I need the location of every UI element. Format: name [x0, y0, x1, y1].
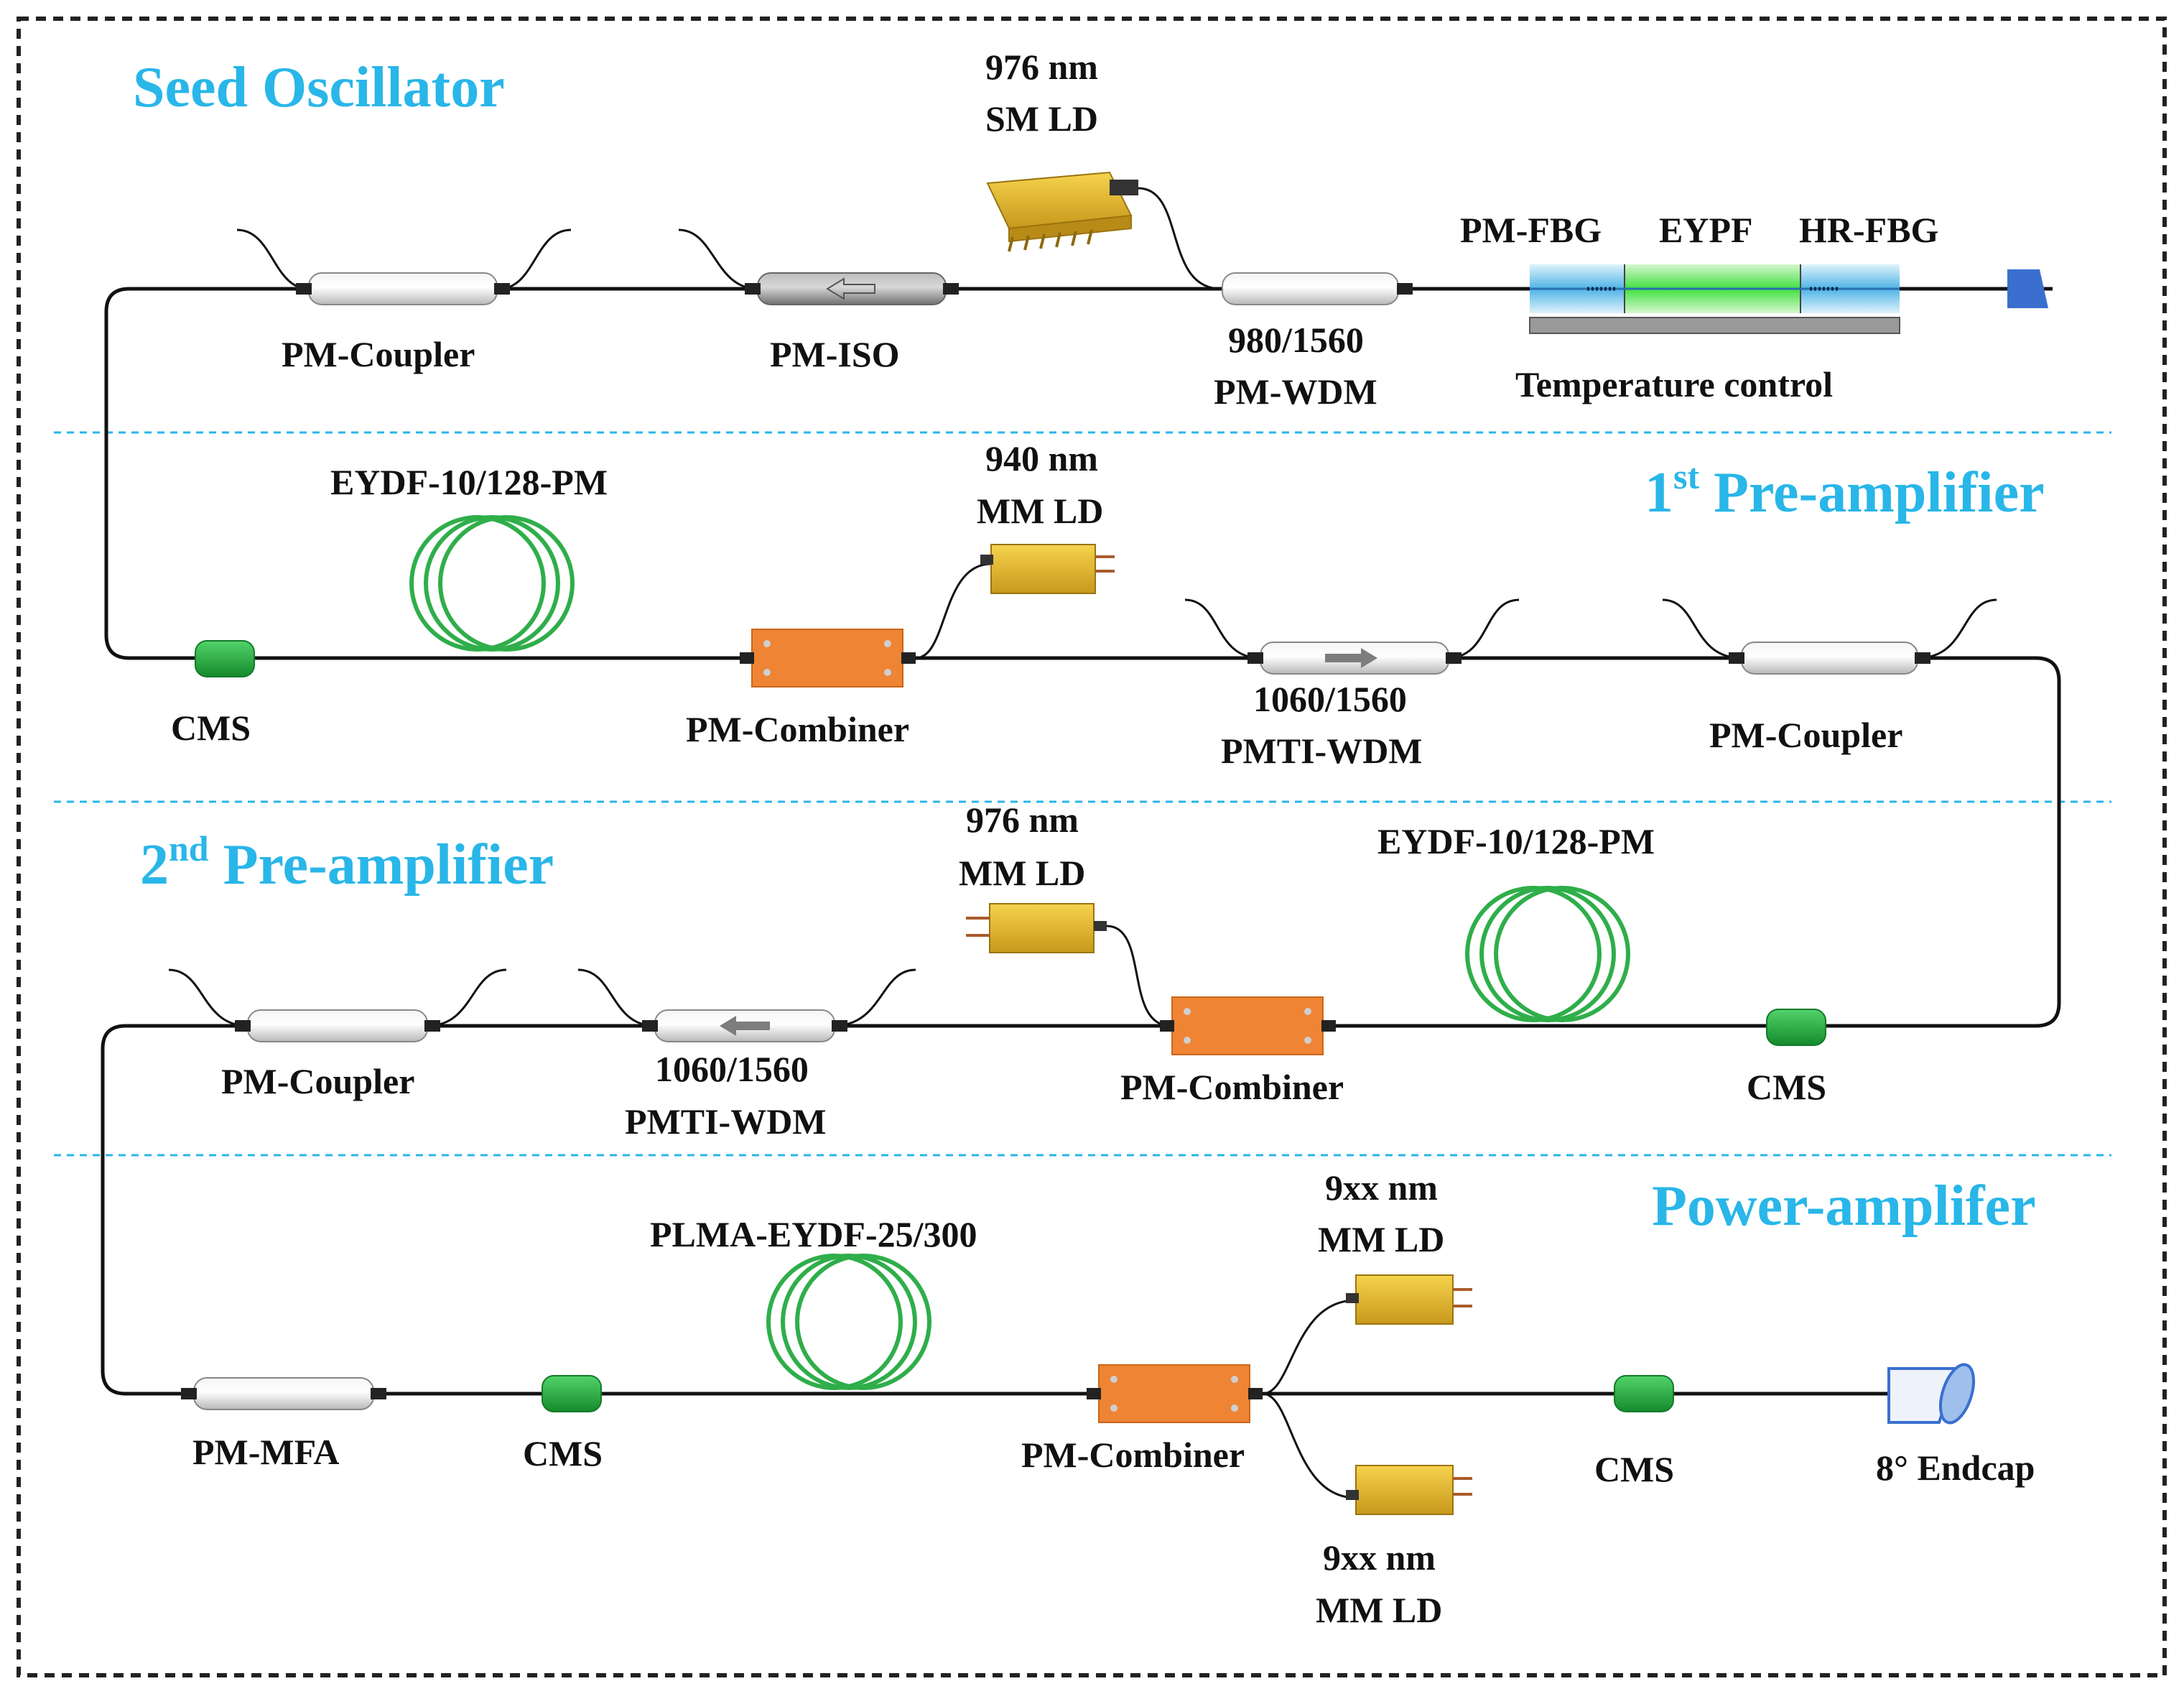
temperature-control-label: Temperature control	[1515, 364, 1833, 404]
power-pm-mfa	[181, 1377, 386, 1410]
section-title-pre-amplifier-1: 1st Pre-amplifier	[1645, 456, 2045, 524]
seed-pump-sm-ld	[986, 171, 1222, 290]
pre1-pump-label-line2: MM LD	[977, 491, 1103, 531]
seed-pump-label-line2: SM LD	[985, 98, 1098, 139]
pre1-pm-coupler-label: PM-Coupler	[1709, 715, 1902, 755]
pre1-pump-mm-ld	[915, 544, 1115, 659]
power-cms-left	[542, 1375, 602, 1412]
pre2-gain-fiber-coil	[1465, 886, 1630, 1022]
pre1-wdm-label-line1: 1060/1560	[1253, 679, 1407, 719]
power-cms-right	[1614, 1375, 1674, 1412]
endcap-label: 8° Endcap	[1876, 1448, 2035, 1488]
pre2-wdm-label-line1: 1060/1560	[655, 1049, 809, 1089]
seed-pm-isolator-label: PM-ISO	[770, 334, 900, 374]
seed-pm-wdm-label-line2: PM-WDM	[1214, 371, 1377, 412]
power-cms-right-label: CMS	[1594, 1449, 1674, 1489]
section-title-pre-amplifier-2: 2nd Pre-amplifier	[140, 828, 554, 897]
pre1-gain-fiber-label: EYDF-10/128-PM	[330, 462, 608, 502]
power-pump-bottom-label-line1: 9xx nm	[1323, 1537, 1436, 1578]
power-pump-top-label-line1: 9xx nm	[1325, 1167, 1438, 1208]
section-title-power-amplifier: Power-amplifer	[1652, 1175, 2036, 1238]
seed-fbg-cavity	[1529, 264, 1900, 334]
pre1-cms-label: CMS	[171, 708, 251, 748]
pre2-cms-label: CMS	[1747, 1067, 1826, 1107]
power-combiner-label: PM-Combiner	[1021, 1435, 1245, 1475]
arrow-right-icon	[1325, 648, 1377, 668]
power-gain-fiber-label: PLMA-EYDF-25/300	[650, 1214, 977, 1254]
fbg2-label: HR-FBG	[1799, 210, 1938, 250]
pre2-pm-coupler	[168, 968, 507, 1042]
pre2-pump-label-line2: MM LD	[959, 853, 1085, 893]
power-pump-top-mm-ld	[1262, 1274, 1472, 1395]
power-cms-left-label: CMS	[523, 1433, 603, 1473]
pre2-pump-mm-ld	[966, 903, 1171, 1027]
outer-border	[17, 17, 2167, 1677]
pre2-pm-coupler-label: PM-Coupler	[221, 1061, 414, 1101]
power-pump-bottom-mm-ld	[1262, 1392, 1472, 1515]
arrow-left-icon	[720, 1016, 770, 1036]
power-pump-bottom-label-line2: MM LD	[1316, 1590, 1442, 1630]
pre2-cms	[1766, 1009, 1826, 1046]
pre1-cms	[195, 640, 255, 677]
pre1-gain-fiber-coil	[409, 515, 575, 652]
pre1-wdm-label-line2: PMTI-WDM	[1221, 731, 1423, 771]
arrow-left-icon	[826, 277, 875, 300]
pre1-pm-combiner	[740, 629, 916, 688]
seed-pump-label-line1: 976 nm	[985, 47, 1098, 87]
power-pm-combiner	[1087, 1364, 1263, 1423]
pre2-wdm-label-line2: PMTI-WDM	[625, 1101, 827, 1142]
pre2-gain-fiber-label: EYDF-10/128-PM	[1377, 821, 1655, 861]
pre1-pump-label-line1: 940 nm	[985, 438, 1098, 478]
pre1-pm-coupler	[1662, 598, 1997, 675]
seed-pm-coupler-label: PM-Coupler	[282, 334, 475, 374]
pre1-pmti-wdm	[1184, 598, 1520, 675]
eypf-label: EYPF	[1659, 210, 1753, 250]
pre2-pm-combiner	[1160, 996, 1336, 1055]
fbg1-label: PM-FBG	[1460, 210, 1602, 250]
endcap-icon	[1887, 1363, 1976, 1425]
pre1-combiner-label: PM-Combiner	[686, 709, 909, 749]
seed-pm-wdm-label-line1: 980/1560	[1228, 320, 1364, 360]
seed-pm-isolator	[678, 228, 959, 305]
seed-termination-block	[2007, 269, 2048, 308]
power-gain-fiber-coil	[766, 1254, 931, 1390]
power-pump-top-label-line2: MM LD	[1318, 1219, 1444, 1259]
pre2-combiner-label: PM-Combiner	[1120, 1067, 1344, 1107]
power-mfa-label: PM-MFA	[192, 1432, 340, 1472]
temperature-control-plate	[1529, 317, 1900, 334]
pre2-pump-label-line1: 976 nm	[966, 800, 1079, 840]
section-title-seed-oscillator: Seed Oscillator	[133, 56, 505, 119]
seed-pm-coupler	[236, 228, 572, 305]
pre2-pmti-wdm	[577, 968, 916, 1042]
seed-pm-wdm	[1222, 272, 1413, 305]
